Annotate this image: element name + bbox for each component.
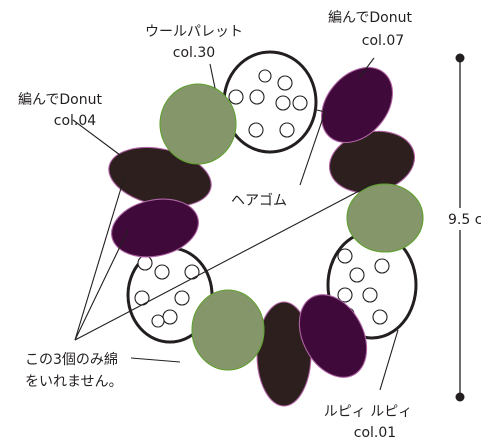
aubergine-donut-left — [111, 198, 199, 258]
size-indicator — [444, 53, 481, 402]
size-bottom-dot — [455, 392, 465, 402]
label-donut07-col: col.07 — [362, 33, 404, 49]
green-bead-right — [346, 183, 424, 253]
label-stuffing-note-line1: この3個のみ綿 — [25, 352, 118, 368]
label-rupi-col: col.01 — [354, 425, 396, 441]
aubergine-donut-top-right — [320, 66, 394, 144]
green-bead-bottom — [191, 289, 265, 371]
label-donut04-col: col.04 — [54, 113, 97, 129]
bead-dots — [134, 69, 390, 328]
aubergine-donut-bottom-right — [298, 294, 368, 378]
label-donut07-name: 編んでDonut — [328, 10, 412, 26]
label-size: 9.5 c — [448, 212, 481, 228]
label-wool-palette-col: col.30 — [173, 45, 215, 61]
leader-lines — [72, 57, 399, 391]
label-donut04-name: 編んでDonut — [18, 92, 102, 108]
label-stuffing-note-line2: をいれません。 — [25, 374, 123, 390]
label-hair-tie: ヘアゴム — [231, 192, 287, 209]
label-wool-palette-name: ウールパレット — [145, 24, 243, 40]
size-top-dot — [455, 53, 465, 63]
label-rupi-name: ルピィ ルピィ — [324, 404, 412, 420]
green-bead-top — [159, 83, 237, 165]
